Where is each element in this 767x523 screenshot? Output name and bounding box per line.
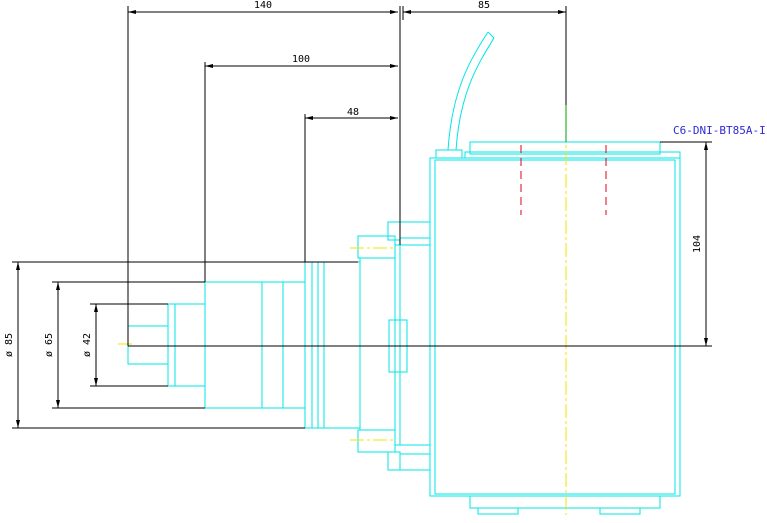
dia-85-label: ø 85	[4, 333, 15, 357]
dim-85-label: 85	[478, 0, 490, 11]
cable	[447, 31, 495, 151]
dim-140-label: 140	[254, 0, 272, 11]
dia-65-label: ø 65	[44, 333, 55, 357]
centerlines	[118, 105, 567, 515]
lens-barrel	[127, 261, 361, 429]
dimension-lines	[12, 6, 712, 429]
dia-42-label: ø 42	[82, 333, 93, 357]
dim-100-label: 100	[292, 54, 310, 65]
arrowheads	[16, 10, 708, 428]
dim-48-label: 48	[347, 107, 359, 118]
housing-body	[429, 141, 681, 515]
height-104-label: 104	[692, 235, 703, 253]
part-label: C6-DNI-BT85A-I	[673, 124, 766, 137]
hidden-lines	[520, 145, 607, 215]
